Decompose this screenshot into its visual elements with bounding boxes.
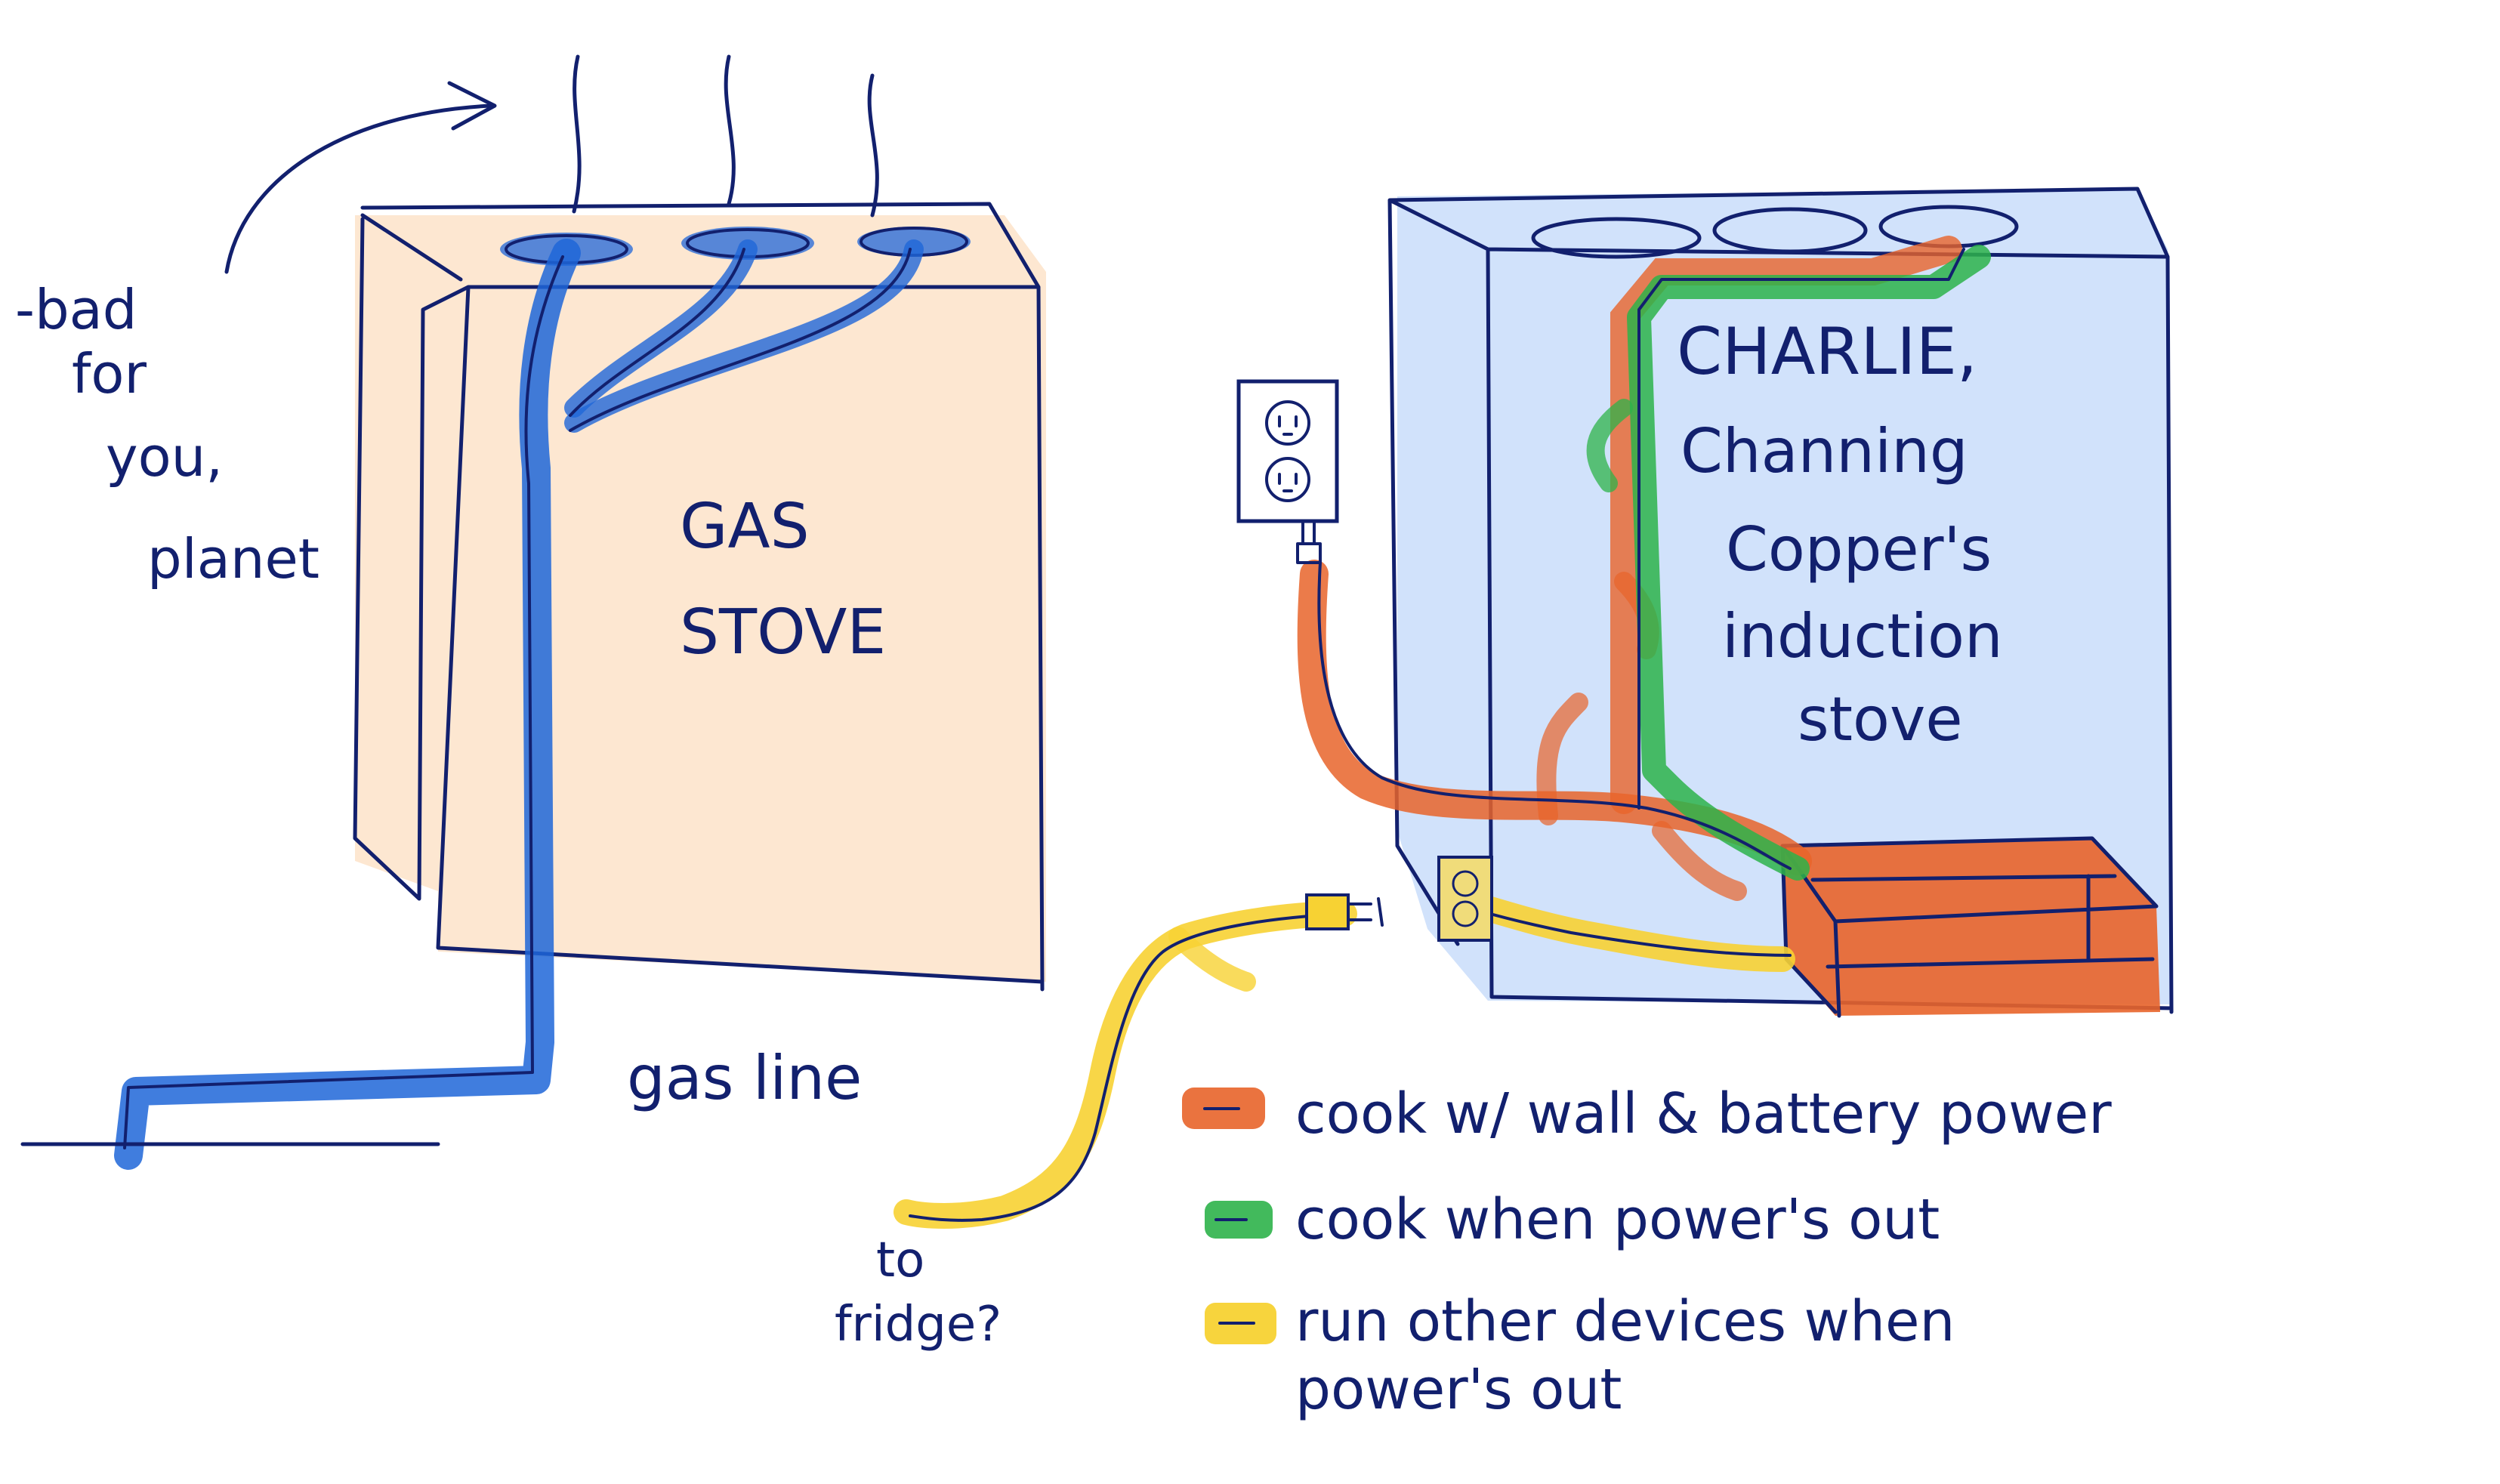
legend-text-yellow: run other devices when — [1295, 1289, 1955, 1354]
plug-note-line2: fridge? — [835, 1297, 1002, 1353]
legend-text-yellow-cont: power's out — [1295, 1357, 1622, 1422]
gas-stove-label-line1: GAS — [680, 491, 810, 563]
plug-icon — [1305, 893, 1384, 930]
induction-label-line1: CHARLIE, — [1677, 314, 1977, 390]
battery-outlet-icon — [1437, 856, 1493, 942]
gas-stove-label-line2: STOVE — [680, 597, 886, 668]
legend-item-green: cook when power's out — [1205, 1187, 1940, 1252]
legend-item-yellow: run other devices when power's out — [1205, 1289, 1955, 1422]
gas-note-line2: for — [72, 342, 147, 406]
gas-note-line3: you, — [106, 425, 223, 489]
induction-stove: CHARLIE, Channing Copper's induction sto… — [894, 187, 2174, 1229]
induction-label-line4: induction — [1722, 601, 2003, 671]
induction-label-line2: Channing — [1681, 416, 1968, 486]
legend-item-orange: cook w/ wall & battery power — [1182, 1081, 2112, 1146]
induction-stove-outline — [1387, 187, 2174, 1014]
wiring — [909, 248, 1965, 1222]
fume-icon — [572, 54, 879, 218]
induction-label-line5: stove — [1798, 684, 1963, 754]
gas-note-line1: -bad — [15, 278, 137, 341]
legend: cook w/ wall & battery power cook when p… — [1182, 1081, 2112, 1422]
gas-stove-outline — [353, 202, 1045, 992]
arrow-icon — [224, 81, 497, 274]
gas-line-label: gas line — [627, 1043, 862, 1113]
legend-text-orange: cook w/ wall & battery power — [1295, 1081, 2112, 1146]
gas-note-line4: planet — [147, 527, 319, 591]
legend-text-green: cook when power's out — [1295, 1187, 1940, 1252]
wall-outlet-icon — [1236, 379, 1339, 564]
gas-line — [20, 239, 924, 1170]
battery-pack — [1780, 836, 2160, 1018]
plug-note-line1: to — [876, 1233, 924, 1288]
gas-stove: GAS STOVE gas line -bad for you, planet — [15, 54, 1046, 1170]
green-power-path — [1586, 245, 1991, 881]
induction-label-line3: Copper's — [1726, 514, 1992, 585]
